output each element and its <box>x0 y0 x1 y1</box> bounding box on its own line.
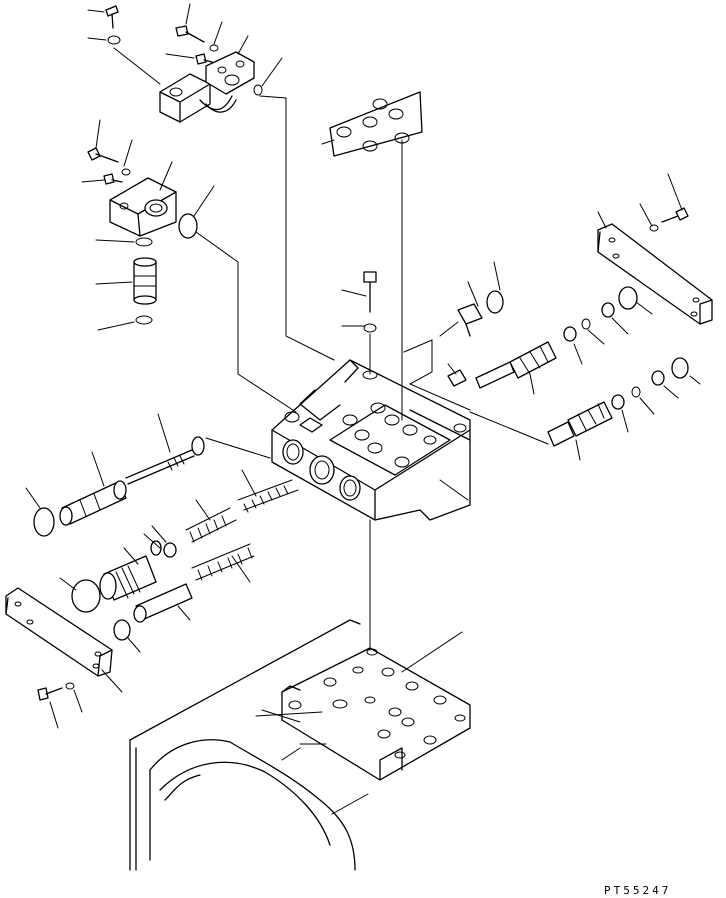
bolt-icon <box>106 6 118 28</box>
bolt-icon <box>176 26 204 42</box>
right-lower-spool <box>470 358 700 460</box>
center-bolt <box>342 272 376 374</box>
case-leaders <box>256 710 368 814</box>
drawing-code: PT55247 <box>604 884 672 897</box>
left-spool-group <box>26 414 298 652</box>
case-mounting-plate <box>282 520 470 780</box>
main-valve-body <box>272 360 470 520</box>
transmission-case <box>130 620 360 870</box>
bolt-icon <box>88 148 118 162</box>
left-cover-plate <box>6 588 122 728</box>
bolt-icon <box>38 688 62 700</box>
bolt-icon <box>662 208 688 222</box>
left-flange-assembly <box>82 120 296 412</box>
right-cover-plate <box>598 174 712 324</box>
top-pipe-assembly <box>88 4 334 360</box>
right-upper-spool <box>404 262 652 410</box>
gasket-top <box>322 92 422 420</box>
